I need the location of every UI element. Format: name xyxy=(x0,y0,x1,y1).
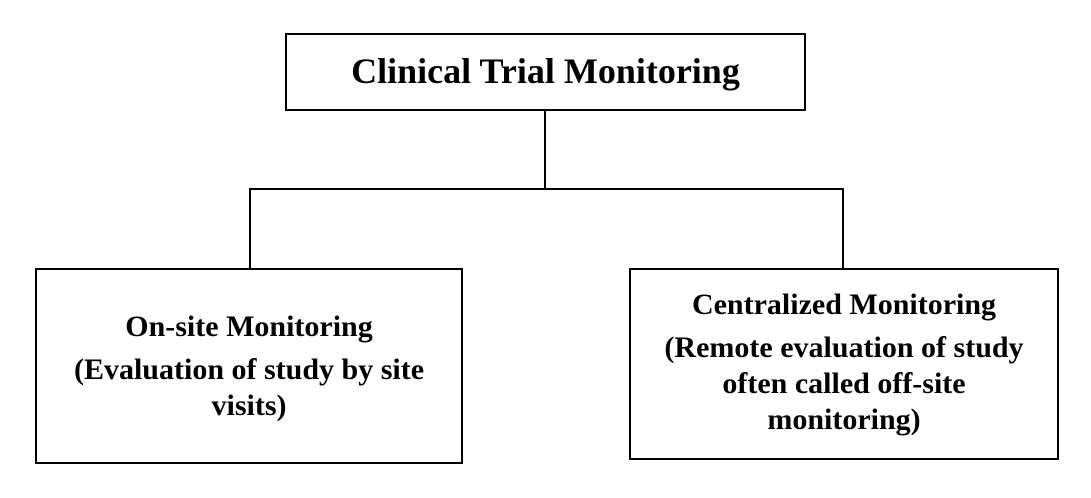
child-node-title: Centralized Monitoring xyxy=(691,288,997,322)
child-node-centralized: Centralized Monitoring (Remote evaluatio… xyxy=(629,268,1059,460)
child-node-description: (Remote evaluation of study often called… xyxy=(664,330,1024,436)
child-node-on-site: On-site Monitoring (Evaluation of study … xyxy=(35,268,463,464)
child-node-description: (Evaluation of study by site visits) xyxy=(73,352,425,422)
child-node-title: On-site Monitoring xyxy=(125,310,373,344)
root-node: Clinical Trial Monitoring xyxy=(285,33,806,111)
root-node-title: Clinical Trial Monitoring xyxy=(351,51,740,92)
